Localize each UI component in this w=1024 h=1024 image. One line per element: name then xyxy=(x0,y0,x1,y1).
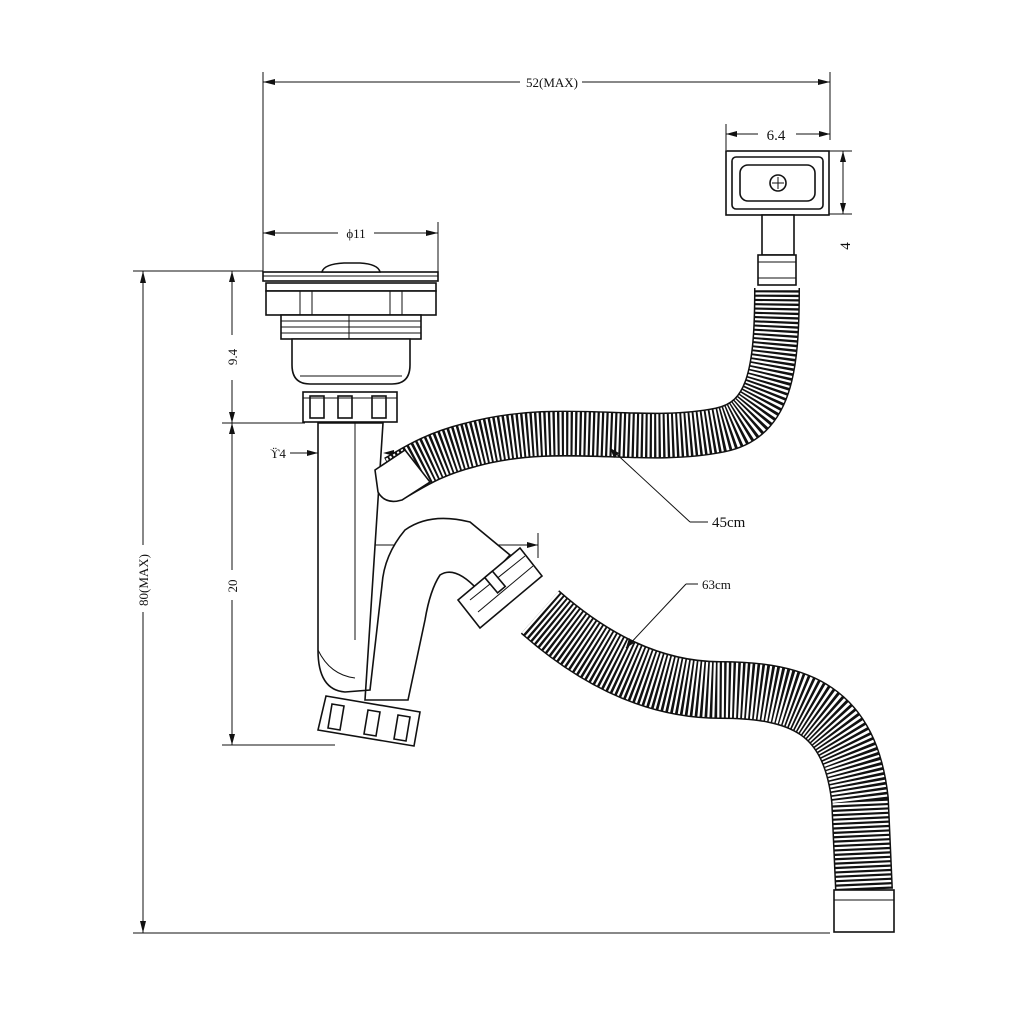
dim-tailpipe-diameter-label: ϔ4 xyxy=(270,446,286,461)
strainer-basket xyxy=(262,262,439,385)
overflow-hose xyxy=(374,287,800,503)
dim-strainer-diameter: ϕ11 xyxy=(263,222,439,275)
overflow-housing xyxy=(725,150,830,286)
dim-overall-height-label: 80(MAX) xyxy=(136,554,151,606)
dim-overall-width: 52(MAX) xyxy=(262,72,831,275)
drain-hose-length-label: 63cm xyxy=(702,577,731,592)
dim-trap-height-label: 20 xyxy=(225,580,240,593)
dim-strainer-height: 9.4 xyxy=(222,270,305,424)
dim-strainer-height-label: 9.4 xyxy=(225,348,240,365)
trap-outlet-nut xyxy=(456,546,544,630)
dim-overflow-width: 6.4 xyxy=(725,124,830,150)
dim-overall-width-label: 52(MAX) xyxy=(526,75,578,90)
bottom-nut xyxy=(317,695,421,747)
dim-strainer-diameter-label: ϕ11 xyxy=(346,226,365,241)
dim-trap-height: 20 xyxy=(222,423,335,746)
leader-overflow-hose: 45cm xyxy=(609,447,746,531)
leader-drain-hose: 63cm xyxy=(625,577,731,649)
dim-overall-height: 80(MAX) xyxy=(133,270,830,934)
dim-overflow-height: 4 xyxy=(828,150,854,250)
drain-hose xyxy=(520,590,895,933)
tailpipe-trap xyxy=(317,422,512,701)
dim-overflow-height-label: 4 xyxy=(838,242,854,250)
overflow-hose-length-label: 45cm xyxy=(712,515,746,531)
strainer-nut xyxy=(302,391,398,423)
dim-overflow-width-label: 6.4 xyxy=(767,128,786,144)
